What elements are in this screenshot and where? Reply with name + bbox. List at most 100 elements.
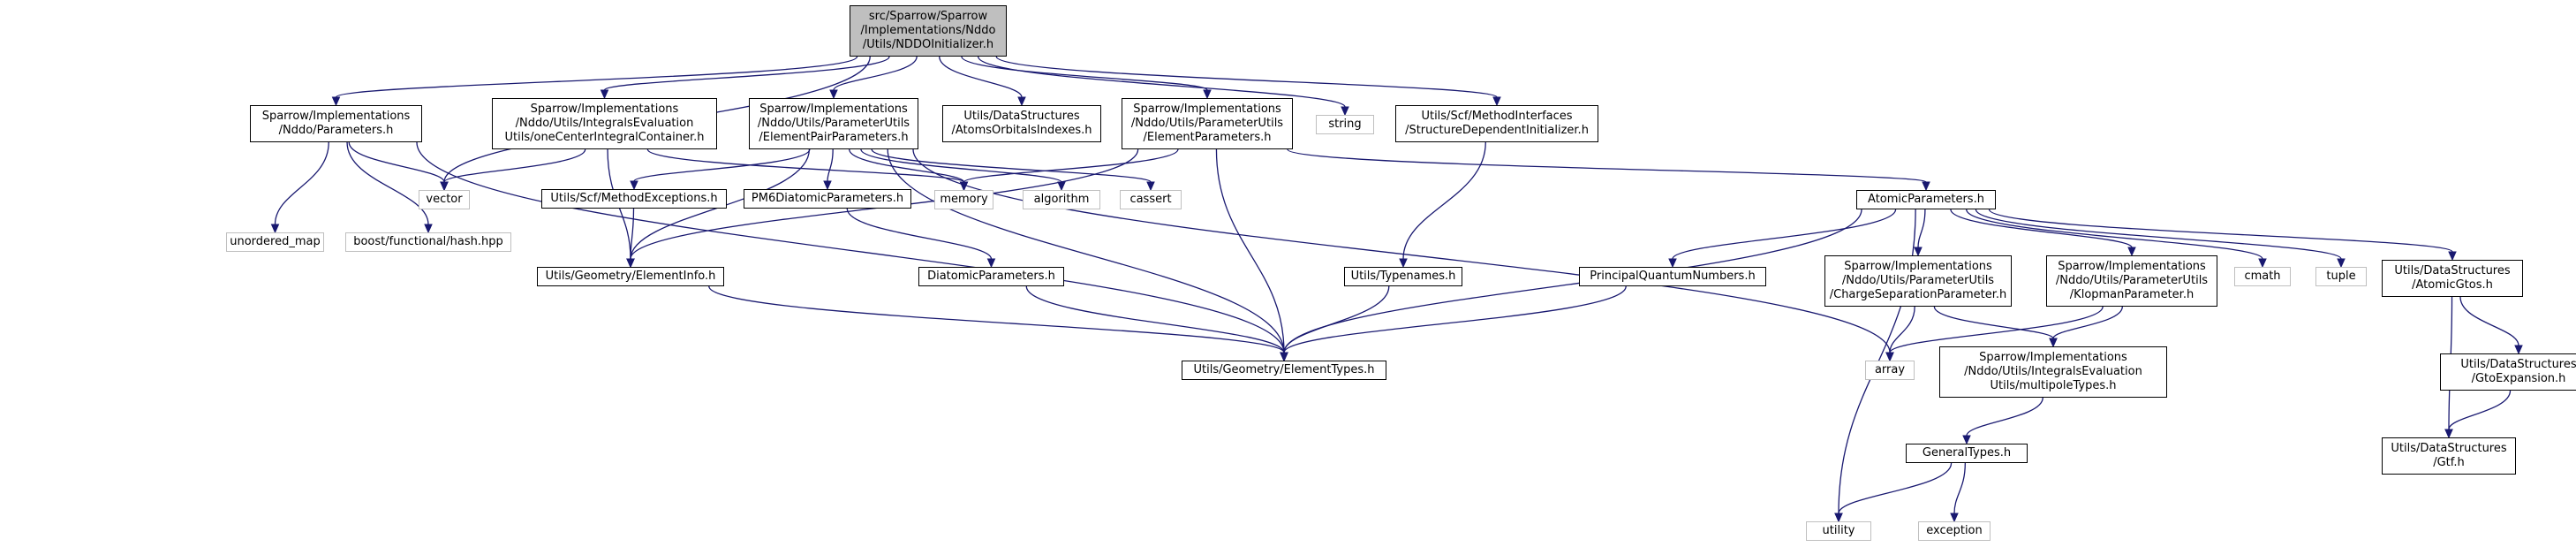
node-gto-expansion[interactable]: Utils/DataStructures /GtoExpansion.h xyxy=(2440,353,2576,391)
arrowhead-elempair-to-pm6 xyxy=(823,180,832,191)
arrowhead-root-to-onecenter xyxy=(600,89,609,100)
edge-root-to-string xyxy=(977,56,1346,108)
edge-atomicparams-to-klopman xyxy=(1950,209,2133,248)
arrowhead-params-to-unordered_map xyxy=(270,224,280,234)
edge-elemparams-to-memory xyxy=(963,148,1179,183)
edge-params-to-vector xyxy=(348,141,445,183)
arrowhead-atomicparams-to-principal xyxy=(1668,258,1677,269)
node-element-info[interactable]: Utils/Geometry/ElementInfo.h xyxy=(537,267,724,286)
edge-params-to-unordered_map xyxy=(274,141,329,225)
arrowhead-root-to-params xyxy=(331,96,341,107)
arrowhead-elempair-to-algorithm xyxy=(1057,181,1066,192)
node-gtf[interactable]: Utils/DataStructures /Gtf.h xyxy=(2382,437,2516,475)
arrowhead-root-to-elempair xyxy=(829,89,838,100)
edge-atomicparams-to-cmath xyxy=(1966,209,2263,260)
arrowhead-methodexc-to-elementinfo xyxy=(626,258,635,269)
arrowhead-principal-to-elementtypes xyxy=(1280,352,1288,362)
node-atomic-parameters[interactable]: AtomicParameters.h xyxy=(1856,190,1996,209)
edge-root-to-params xyxy=(335,56,858,98)
node-parameters[interactable]: Sparrow/Implementations /Nddo/Parameters… xyxy=(250,105,422,142)
node-diatomic-parameters[interactable]: DiatomicParameters.h xyxy=(918,267,1064,286)
edge-params-to-elementtypes xyxy=(416,141,1285,353)
node-charge-separation-parameter[interactable]: Sparrow/Implementations /Nddo/Utils/Para… xyxy=(1824,255,2012,307)
node-unordered-map: unordered_map xyxy=(226,232,324,252)
node-typenames[interactable]: Utils/Typenames.h xyxy=(1344,267,1462,286)
edge-elempair-to-cassert xyxy=(871,148,1152,183)
edges xyxy=(270,56,2523,523)
edge-params-to-boosthash xyxy=(346,141,429,225)
node-general-types[interactable]: GeneralTypes.h xyxy=(1906,444,2028,463)
edge-elemparams-to-atomicparams xyxy=(1287,148,1927,183)
node-array: array xyxy=(1865,361,1915,380)
edge-elementinfo-to-elementtypes xyxy=(708,285,1285,353)
edge-atomicparams-to-tuple xyxy=(1975,209,2342,260)
edge-multipole-to-generaltypes xyxy=(1966,397,2043,437)
node-utility: utility xyxy=(1806,521,1871,541)
node-atoms-orbitals-indexes[interactable]: Utils/DataStructures /AtomsOrbitalsIndex… xyxy=(942,105,1101,142)
node-string: string xyxy=(1316,115,1374,134)
edge-pm6-to-diatomic xyxy=(846,208,993,260)
edge-root-to-onecenter xyxy=(603,56,890,91)
arrowhead-atomicgtos-to-gtoexp xyxy=(2514,345,2523,355)
node-structure-dependent-initializer[interactable]: Utils/Scf/MethodInterfaces /StructureDep… xyxy=(1395,105,1598,142)
edge-chargesep-to-array xyxy=(1889,306,1915,353)
arrowhead-klopman-to-multipole xyxy=(2049,338,2058,348)
node-exception: exception xyxy=(1918,521,1991,541)
arrowhead-atomicparams-to-cmath xyxy=(2258,258,2267,269)
edge-klopman-to-array xyxy=(1889,306,2104,353)
edge-principal-to-elementtypes xyxy=(1283,285,1627,353)
arrowhead-elemparams-to-memory xyxy=(959,181,969,192)
node-pm6-diatomic-parameters[interactable]: PM6DiatomicParameters.h xyxy=(744,189,911,209)
edge-atomicparams-to-elementtypes xyxy=(1283,209,1862,353)
node-multipole-types[interactable]: Sparrow/Implementations /Nddo/Utils/Inte… xyxy=(1939,346,2167,398)
arrowhead-atomicparams-to-klopman xyxy=(2127,247,2136,257)
edge-root-to-elempair xyxy=(833,56,918,91)
edge-root-to-atomsorb xyxy=(939,56,1023,98)
arrowhead-atomicparams-to-chargesep xyxy=(1914,247,1923,257)
arrowhead-structdep-to-typenames xyxy=(1399,258,1408,269)
edge-klopman-to-multipole xyxy=(2052,306,2123,339)
edge-elempair-to-elementtypes xyxy=(887,148,1285,353)
arrowhead-gtoexp-to-gtf xyxy=(2444,429,2453,439)
node-one-center-integral-container[interactable]: Sparrow/Implementations /Nddo/Utils/Inte… xyxy=(492,98,717,149)
node-element-types[interactable]: Utils/Geometry/ElementTypes.h xyxy=(1182,361,1386,380)
arrowhead-pm6-to-diatomic xyxy=(986,258,996,269)
edge-methodexc-to-elementinfo xyxy=(630,208,635,260)
node-cmath: cmath xyxy=(2234,267,2291,286)
node-principal-quantum-numbers[interactable]: PrincipalQuantumNumbers.h xyxy=(1579,267,1766,286)
edge-atomicparams-to-chargesep xyxy=(1917,209,1926,248)
edge-elempair-to-methodexc xyxy=(633,148,811,182)
arrowhead-onecenter-to-vector xyxy=(440,181,449,192)
arrowhead-root-to-elemparams xyxy=(1203,89,1212,100)
node-method-exceptions[interactable]: Utils/Scf/MethodExceptions.h xyxy=(541,189,727,209)
arrowhead-atomicparams-to-tuple xyxy=(2337,258,2346,269)
node-algorithm: algorithm xyxy=(1023,190,1100,209)
edge-diatomic-to-elementtypes xyxy=(1025,285,1285,353)
edge-elempair-to-pm6 xyxy=(827,148,834,182)
node-element-parameters[interactable]: Sparrow/Implementations /Nddo/Utils/Para… xyxy=(1122,98,1293,149)
edge-elempair-to-array xyxy=(912,148,1891,353)
node-root-nddo-initializer[interactable]: src/Sparrow/Sparrow /Implementations/Ndd… xyxy=(850,5,1007,57)
arrowhead-elemparams-to-atomicparams xyxy=(1922,181,1930,192)
node-boost-hash: boost/functional/hash.hpp xyxy=(345,232,511,252)
edge-root-to-elemparams xyxy=(961,56,1208,91)
edge-chargesep-to-multipole xyxy=(1933,306,2054,339)
edge-onecenter-to-vector xyxy=(443,148,586,183)
arrowhead-root-to-structdep xyxy=(1492,96,1501,107)
arrowhead-elempair-to-methodexc xyxy=(630,180,638,191)
edge-elemparams-to-elementtypes xyxy=(1215,148,1285,353)
edge-atomicparams-to-atomicgtos xyxy=(1988,209,2453,253)
arrowhead-root-to-atomsorb xyxy=(1017,96,1026,107)
edge-root-to-structdep xyxy=(995,56,1498,98)
node-element-pair-parameters[interactable]: Sparrow/Implementations /Nddo/Utils/Para… xyxy=(749,98,918,149)
edge-atomicparams-to-principal xyxy=(1672,209,1897,260)
arrowhead-multipole-to-generaltypes xyxy=(1962,435,1971,445)
arrowhead-generaltypes-to-utility xyxy=(1834,513,1843,523)
edge-generaltypes-to-exception xyxy=(1953,462,1966,514)
edge-structdep-to-typenames xyxy=(1402,141,1486,260)
node-atomic-gtos[interactable]: Utils/DataStructures /AtomicGtos.h xyxy=(2382,260,2523,297)
node-klopman-parameter[interactable]: Sparrow/Implementations /Nddo/Utils/Para… xyxy=(2046,255,2217,307)
edge-elempair-to-algorithm xyxy=(860,148,1062,183)
arrowhead-atomicparams-to-atomicgtos xyxy=(2448,251,2457,262)
